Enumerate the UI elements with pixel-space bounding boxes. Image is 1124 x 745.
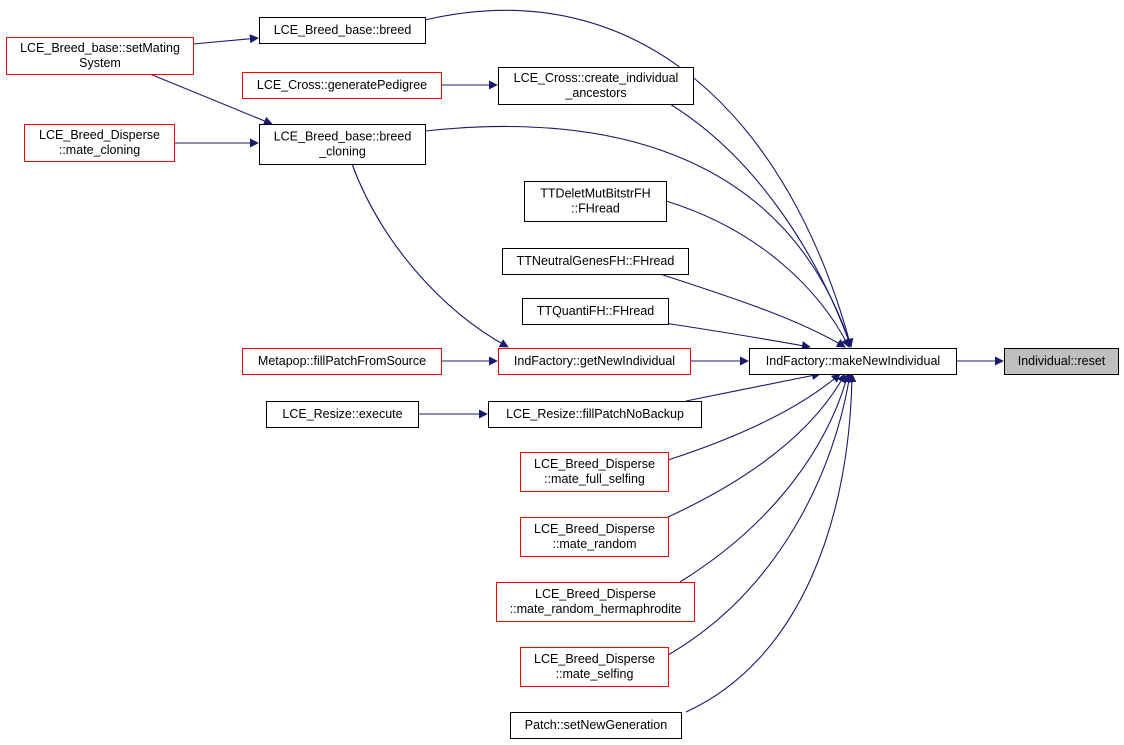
node-getnew[interactable]: IndFactory::getNewIndividual <box>498 348 691 375</box>
node-label-random-0: LCE_Breed_Disperse <box>534 522 655 536</box>
node-label-breed-0: LCE_Breed_base::breed <box>274 23 412 37</box>
node-label-genped-0: LCE_Cross::generatePedigree <box>257 78 427 92</box>
edge-fillnobackup-to-make <box>685 371 821 402</box>
node-box-selfing <box>520 647 669 687</box>
edge-setnewgen-to-make <box>685 373 857 713</box>
node-setnewgen[interactable]: Patch::setNewGeneration <box>510 712 682 739</box>
node-box-random <box>520 517 669 557</box>
node-label-breedcloning-0: LCE_Breed_base::breed <box>274 130 412 144</box>
node-matecloning[interactable]: LCE_Breed_Disperse::mate_cloning <box>24 124 175 162</box>
node-label-random-1: ::mate_random <box>552 537 636 551</box>
edge-ttdelet-to-make <box>665 200 850 348</box>
node-ttdelet[interactable]: TTDeletMutBitstrFH::FHread <box>524 181 667 222</box>
node-box-reset <box>1004 348 1119 375</box>
edge-createanc-to-make <box>669 103 853 348</box>
node-box-fullself <box>520 452 669 492</box>
node-randherm[interactable]: LCE_Breed_Disperse::mate_random_hermaphr… <box>496 582 695 622</box>
node-label-createanc-1: _ancestors <box>564 86 626 100</box>
node-createanc[interactable]: LCE_Cross::create_individual_ancestors <box>498 67 694 105</box>
edge-setmating-to-breed <box>192 34 259 45</box>
node-box-setmating <box>6 37 194 75</box>
edge-random-to-make <box>667 373 846 518</box>
node-fillnobackup[interactable]: LCE_Resize::fillPatchNoBackup <box>488 401 702 428</box>
node-box-ttdelet <box>524 181 667 222</box>
node-label-setmating-0: LCE_Breed_base::setMating <box>20 41 180 55</box>
node-ttneutral[interactable]: TTNeutralGenesFH::FHread <box>502 248 689 275</box>
node-breed[interactable]: LCE_Breed_base::breed <box>259 17 426 44</box>
nodes-layer: Individual::reset IndFactory::makeNewIndi… <box>6 17 1119 739</box>
edge-fullself-to-make <box>667 373 841 461</box>
edge-setmating-to-breedcloning <box>149 73 273 126</box>
node-label-matecloning-0: LCE_Breed_Disperse <box>39 128 160 142</box>
node-label-fillsource-0: Metapop::fillPatchFromSource <box>258 354 426 368</box>
node-label-reset-0: Individual::reset <box>1018 354 1106 368</box>
node-make[interactable]: IndFactory::makeNewIndividual <box>749 348 957 375</box>
node-label-ttneutral-0: TTNeutralGenesFH::FHread <box>517 254 675 268</box>
node-box-getnew <box>498 348 691 375</box>
node-label-randherm-0: LCE_Breed_Disperse <box>535 587 656 601</box>
node-label-make-0: IndFactory::makeNewIndividual <box>766 354 940 368</box>
edge-selfing-to-make <box>667 373 854 656</box>
node-label-execute-0: LCE_Resize::execute <box>282 407 402 421</box>
node-execute[interactable]: LCE_Resize::execute <box>266 401 419 428</box>
node-label-fullself-1: ::mate_full_selfing <box>544 472 645 486</box>
edges-layer <box>149 9 1004 713</box>
node-box-make <box>749 348 957 375</box>
node-label-selfing-0: LCE_Breed_Disperse <box>534 652 655 666</box>
node-label-fullself-0: LCE_Breed_Disperse <box>534 457 655 471</box>
node-label-ttdelet-0: TTDeletMutBitstrFH <box>540 187 650 201</box>
node-reset[interactable]: Individual::reset <box>1004 348 1119 375</box>
node-label-selfing-1: ::mate_selfing <box>556 667 634 681</box>
node-box-matecloning <box>24 124 175 162</box>
node-label-ttdelet-1: ::FHread <box>571 202 620 216</box>
node-label-getnew-0: IndFactory::getNewIndividual <box>514 354 675 368</box>
node-box-fillnobackup <box>488 401 702 428</box>
node-fillsource[interactable]: Metapop::fillPatchFromSource <box>242 348 442 375</box>
edge-ttquanti-to-make <box>657 321 811 350</box>
node-label-createanc-0: LCE_Cross::create_individual <box>514 71 679 85</box>
edge-ttneutral-to-make <box>659 273 846 348</box>
node-box-breedcloning <box>259 124 426 165</box>
node-box-setnewgen <box>510 712 682 739</box>
node-genped[interactable]: LCE_Cross::generatePedigree <box>242 72 442 99</box>
edge-breed-to-make <box>424 9 854 348</box>
node-label-ttquanti-0: TTQuantiFH::FHread <box>537 304 654 318</box>
node-label-randherm-1: ::mate_random_hermaphrodite <box>510 602 682 616</box>
edge-breedcloning-to-make <box>424 126 853 348</box>
node-ttquanti[interactable]: TTQuantiFH::FHread <box>522 298 669 325</box>
node-selfing[interactable]: LCE_Breed_Disperse::mate_selfing <box>520 647 669 687</box>
node-box-execute <box>266 401 419 428</box>
node-label-matecloning-1: ::mate_cloning <box>59 143 140 157</box>
node-box-ttquanti <box>522 298 669 325</box>
node-label-setnewgen-0: Patch::setNewGeneration <box>525 718 667 732</box>
node-label-setmating-1: System <box>79 56 121 70</box>
node-fullself[interactable]: LCE_Breed_Disperse::mate_full_selfing <box>520 452 669 492</box>
node-label-fillnobackup-0: LCE_Resize::fillPatchNoBackup <box>506 407 684 421</box>
node-label-breedcloning-1: _cloning <box>318 145 366 159</box>
node-box-randherm <box>496 582 695 622</box>
node-box-breed <box>259 17 426 44</box>
node-box-fillsource <box>242 348 442 375</box>
node-box-createanc <box>498 67 694 105</box>
node-breedcloning[interactable]: LCE_Breed_base::breed_cloning <box>259 124 426 165</box>
node-random[interactable]: LCE_Breed_Disperse::mate_random <box>520 517 669 557</box>
edge-breedcloning-to-getnew <box>351 163 509 348</box>
node-box-ttneutral <box>502 248 689 275</box>
node-box-genped <box>242 72 442 99</box>
edge-randherm-to-make <box>679 373 851 583</box>
